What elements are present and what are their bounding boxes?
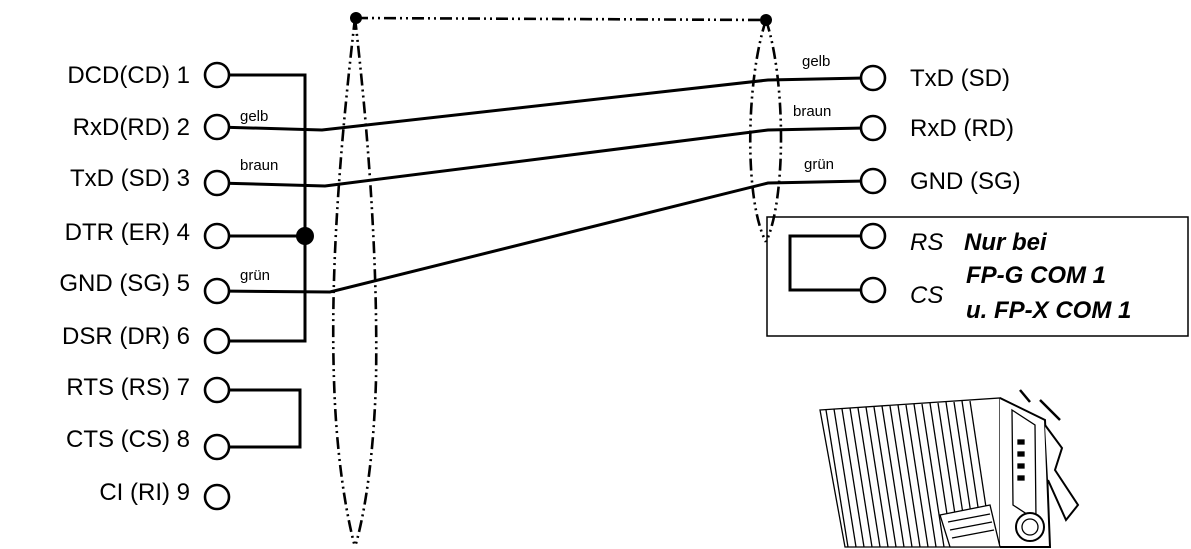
- left-pin-2: [203, 113, 231, 141]
- left-color-braun: braun: [240, 157, 278, 174]
- right-pin-rxd-label: RxD (RD): [910, 115, 1014, 142]
- left-color-gelb: gelb: [240, 108, 268, 125]
- left-pin-5: [203, 277, 231, 305]
- cable-shield: [331, 12, 783, 548]
- optional-bridge-box: RS CS Nur bei FP-G COM 1 u. FP-X COM 1: [766, 216, 1189, 337]
- right-pin-cs: [859, 276, 887, 304]
- right-pin-rs-label: RS: [910, 229, 943, 256]
- left-pin-8: [203, 433, 231, 461]
- right-pin-rxd: [859, 114, 887, 142]
- wire-braun: [216, 126, 866, 188]
- left-pin-4-label: DTR (ER) 4: [65, 219, 190, 246]
- right-color-gruen: grün: [804, 156, 834, 173]
- left-pin-labels: DCD(CD) 1 RxD(RD) 2 TxD (SD) 3 DTR (ER) …: [59, 62, 190, 506]
- left-pin-3-label: TxD (SD) 3: [70, 165, 190, 192]
- note-line-3: u. FP-X COM 1: [966, 297, 1131, 324]
- right-color-gelb: gelb: [802, 53, 830, 70]
- left-pin-5-label: GND (SG) 5: [59, 270, 190, 297]
- left-pins: [203, 61, 231, 511]
- left-pin-6: [203, 327, 231, 355]
- left-pin-4: [203, 222, 231, 250]
- right-color-braun: braun: [793, 103, 831, 120]
- note-line-1: Nur bei: [964, 229, 1048, 256]
- left-pin-8-label: CTS (CS) 8: [66, 426, 190, 453]
- right-pins: [859, 64, 887, 195]
- note-line-2: FP-G COM 1: [966, 262, 1106, 289]
- right-pin-cs-label: CS: [910, 282, 943, 309]
- left-pin-2-label: RxD(RD) 2: [73, 114, 190, 141]
- plc-module-icon: [819, 389, 1080, 548]
- signal-wires: [216, 76, 866, 294]
- left-bridge-wires: [217, 73, 314, 449]
- right-pin-gnd-label: GND (SG): [910, 168, 1021, 195]
- left-pin-6-label: DSR (DR) 6: [62, 323, 190, 350]
- shield-node-right: [760, 14, 772, 26]
- left-color-gruen: grün: [240, 267, 270, 284]
- left-pin-1: [203, 61, 231, 89]
- wire-gruen: [216, 179, 866, 294]
- left-pin-9: [203, 483, 231, 511]
- left-pin-7: [203, 376, 231, 404]
- junction-dot: [296, 227, 314, 245]
- right-pin-gnd: [859, 167, 887, 195]
- right-pin-rs: [859, 222, 887, 250]
- shield-node-left: [350, 12, 362, 24]
- wire-gelb: [216, 76, 866, 132]
- left-pin-7-label: RTS (RS) 7: [66, 374, 190, 401]
- right-pin-txd: [859, 64, 887, 92]
- left-pin-3: [203, 169, 231, 197]
- left-pin-9-label: CI (RI) 9: [99, 479, 190, 506]
- left-pin-1-label: DCD(CD) 1: [67, 62, 190, 89]
- right-pin-txd-label: TxD (SD): [910, 65, 1010, 92]
